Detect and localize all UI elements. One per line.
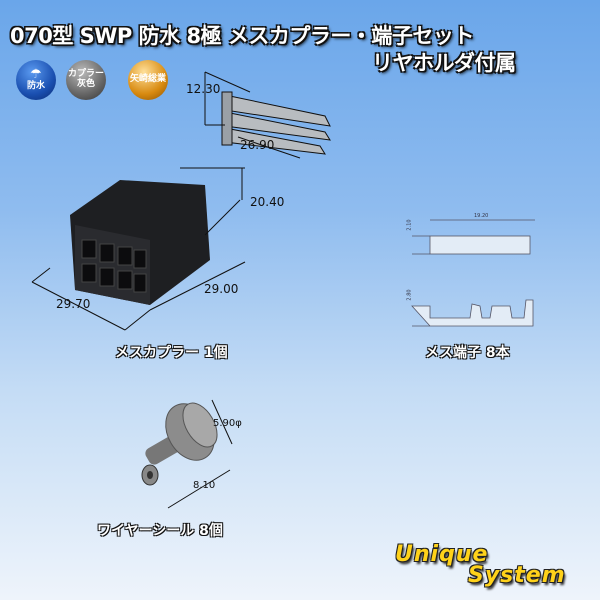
coupler-color-label-1: カプラー: [67, 69, 104, 80]
coupler-caption: メスカプラー 1個: [115, 345, 228, 361]
wire-seal-image: [141, 399, 233, 509]
waterproof-badge: ☂ 防水: [16, 60, 56, 100]
coupler-depth-label: 29.00: [204, 282, 239, 296]
coupler-image: [31, 167, 246, 331]
waterproof-label: 防水: [26, 81, 45, 92]
terminal-drawings: [411, 219, 535, 327]
coupler-height-label: 20.40: [250, 195, 285, 209]
rear-holder-height-label: 12.30: [186, 82, 221, 96]
yazaki-badge: 矢崎総業: [128, 60, 168, 100]
title-line-1: 070型 SWP 防水 8極 メスカプラー・端子セット: [10, 24, 474, 48]
terminal-top-height-label: 2.10: [406, 219, 413, 231]
seal-length-label: 8.10: [193, 480, 216, 491]
logo-unique: Unique: [395, 542, 489, 567]
terminal-length-label: 19.20: [474, 213, 489, 219]
logo-system: System: [468, 563, 566, 588]
title-line-2: リヤホルダ付属: [372, 51, 516, 75]
terminal-caption: メス端子 8本: [425, 345, 510, 361]
coupler-color-badge: カプラー 灰色: [66, 60, 106, 100]
coupler-color-label-2: 灰色: [76, 79, 95, 89]
umbrella-icon: ☂: [30, 66, 42, 82]
rear-holder-image: [204, 71, 331, 159]
seal-caption: ワイヤーシール 8個: [97, 523, 223, 539]
seal-diameter-label: 5.90φ: [213, 418, 242, 429]
rear-holder-width-label: 26.90: [240, 138, 275, 152]
yazaki-label: 矢崎総業: [129, 74, 166, 85]
coupler-width-label: 29.70: [56, 297, 91, 311]
terminal-side-height-label: 2.80: [406, 289, 413, 301]
